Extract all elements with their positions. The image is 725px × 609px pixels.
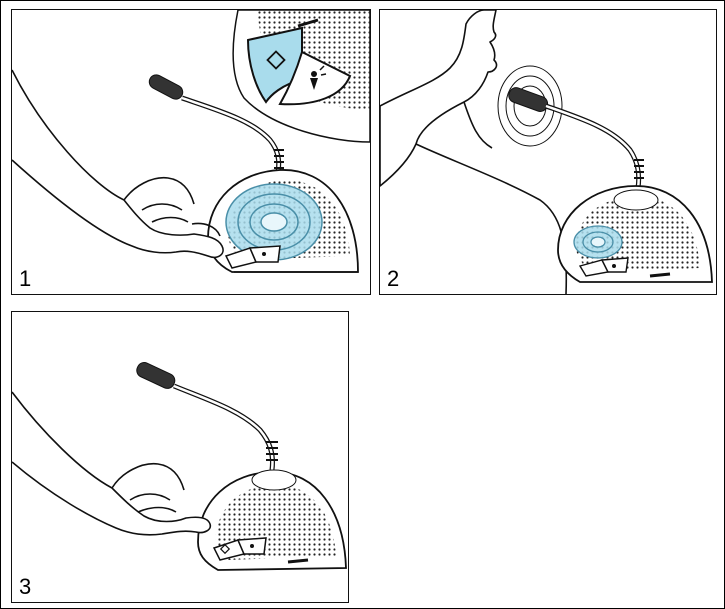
step-2-panel: 2	[379, 9, 717, 295]
button-zoom-inset	[233, 10, 370, 142]
microphone	[507, 86, 644, 188]
step-number: 1	[19, 268, 31, 290]
step-1-panel: 1	[11, 9, 371, 295]
step-2-illustration	[380, 10, 716, 294]
microphone	[134, 360, 278, 470]
step-3-panel: 3	[11, 311, 349, 603]
delegate-unit	[558, 186, 712, 282]
step-number: 3	[19, 576, 31, 598]
step-number: 2	[387, 268, 399, 290]
step-3-illustration	[12, 312, 348, 602]
delegate-unit	[208, 170, 358, 272]
speaking-person	[380, 10, 566, 294]
pointing-hand	[12, 70, 223, 257]
delegate-unit	[198, 470, 346, 570]
step-1-illustration	[12, 10, 370, 294]
hand	[12, 392, 210, 535]
